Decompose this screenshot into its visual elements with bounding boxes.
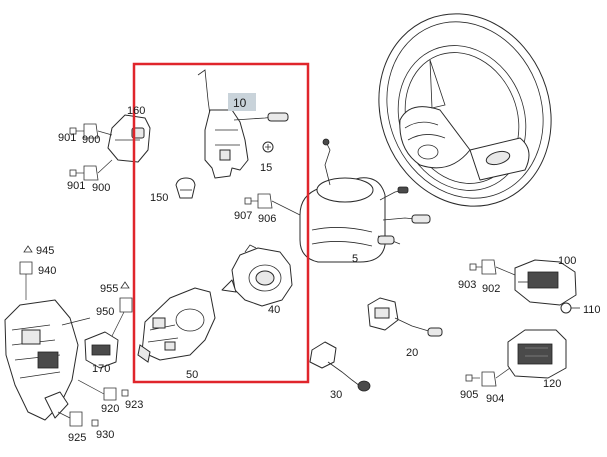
- left-lower-assembly[interactable]: [4, 299, 91, 421]
- highlight-frame: [132, 62, 310, 384]
- part-40-clock-spring[interactable]: [221, 244, 293, 307]
- part-10-label-badge: [228, 93, 256, 111]
- ref-955: [120, 281, 130, 289]
- label-901-bottom: 901: [67, 180, 85, 192]
- ref-905-904: [465, 367, 511, 387]
- label-15: 15: [260, 162, 272, 174]
- label-900-top: 900: [82, 134, 100, 146]
- label-902: 902: [482, 283, 500, 295]
- part-10-combination-switch[interactable]: [197, 69, 289, 179]
- part-160-switch[interactable]: [107, 114, 151, 163]
- part-15-screw[interactable]: [262, 141, 274, 153]
- ref-920-923: [77, 379, 129, 401]
- label-110: 110: [583, 304, 601, 316]
- label-945: 945: [36, 245, 54, 257]
- steering-wheel[interactable]: [350, 0, 579, 232]
- label-955: 955: [100, 283, 118, 295]
- label-50: 50: [186, 369, 198, 381]
- ref-945: [23, 245, 33, 253]
- label-940: 940: [38, 265, 56, 277]
- label-904: 904: [486, 393, 504, 405]
- label-950: 950: [96, 306, 114, 318]
- label-160: 160: [127, 105, 145, 117]
- label-10: 10: [233, 96, 247, 110]
- label-30: 30: [330, 389, 342, 401]
- part-120-connector[interactable]: [507, 329, 567, 379]
- label-930: 930: [96, 429, 114, 441]
- label-923: 923: [125, 399, 143, 411]
- label-907: 907: [234, 210, 252, 222]
- ref-907-906: [244, 193, 301, 216]
- label-5: 5: [352, 253, 358, 265]
- label-925: 925: [68, 432, 86, 444]
- label-120: 120: [543, 378, 561, 390]
- part-100-switch-unit[interactable]: [514, 259, 577, 306]
- label-900-bottom: 900: [92, 182, 110, 194]
- ref-925-930: [57, 411, 99, 427]
- part-20-stalk[interactable]: [367, 297, 443, 337]
- label-903: 903: [458, 279, 476, 291]
- label-100: 100: [558, 255, 576, 267]
- label-170: 170: [92, 363, 110, 375]
- part-170-connector[interactable]: [84, 331, 119, 369]
- part-110-screw[interactable]: [560, 302, 580, 314]
- part-30-stalk[interactable]: [309, 341, 371, 392]
- label-20: 20: [406, 347, 418, 359]
- ref-901-900-top: [69, 123, 113, 139]
- ref-950: [111, 297, 133, 337]
- label-920: 920: [101, 403, 119, 415]
- label-150: 150: [150, 192, 168, 204]
- part-50-lower-bracket[interactable]: [137, 287, 216, 363]
- part-150-clip[interactable]: [175, 177, 196, 199]
- ref-903-902: [469, 259, 516, 276]
- ref-940: [19, 261, 33, 300]
- label-905: 905: [460, 389, 478, 401]
- label-901-top: 901: [58, 132, 76, 144]
- label-40: 40: [268, 304, 280, 316]
- label-906: 906: [258, 213, 276, 225]
- ref-901-900-bottom: [69, 159, 113, 181]
